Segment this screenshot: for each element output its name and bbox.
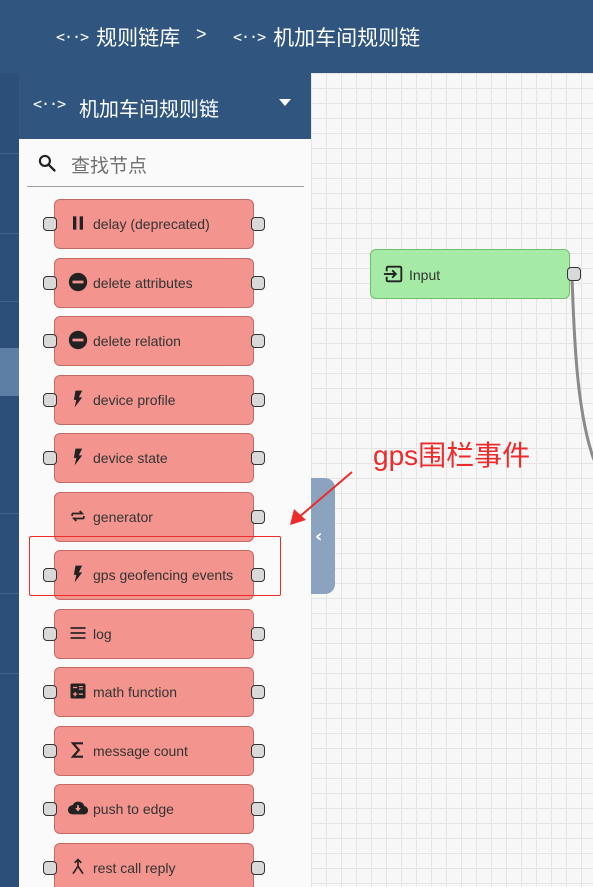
output-port[interactable]: [251, 568, 265, 582]
repeat-icon: [67, 505, 89, 527]
highlight-box: [29, 536, 281, 596]
input-port[interactable]: [43, 626, 57, 641]
output-port[interactable]: [251, 509, 265, 524]
node-label: message count: [93, 742, 188, 759]
node-label: push to edge: [93, 801, 174, 817]
code-icon: <··>: [33, 95, 66, 113]
rule-chain-canvas[interactable]: [311, 73, 593, 887]
output-port[interactable]: [251, 275, 265, 290]
node-label: delay (deprecated): [93, 216, 210, 232]
code-icon: <··>: [56, 28, 89, 46]
input-port[interactable]: [43, 743, 57, 758]
input-port[interactable]: [43, 685, 57, 699]
output-port[interactable]: [251, 217, 265, 231]
divider: [0, 673, 19, 674]
output-port[interactable]: [251, 860, 265, 875]
collapse-sidebar-button[interactable]: ‹: [311, 478, 335, 594]
input-icon: [383, 265, 403, 283]
breadcrumb-current-chain[interactable]: <··> 机加车间规则链: [233, 22, 420, 52]
top-bar: <··> 规则链库 > <··> 机加车间规则链: [0, 0, 593, 73]
connection-line: [570, 277, 593, 461]
node-label: generator: [93, 508, 153, 525]
node-device-state[interactable]: device state: [43, 433, 265, 483]
search-box: [27, 147, 304, 187]
chevron-left-icon: ‹: [315, 526, 323, 547]
breadcrumb-rule-chains[interactable]: <··> 规则链库: [56, 22, 180, 52]
output-port[interactable]: [251, 685, 265, 699]
output-port[interactable]: [251, 392, 265, 407]
nav-item-active[interactable]: [0, 348, 19, 396]
node-label: device state: [93, 450, 168, 466]
merge-icon: [67, 856, 89, 878]
node-log[interactable]: log: [43, 608, 265, 659]
node-push-to-edge[interactable]: push to edge: [43, 784, 265, 834]
bolt-icon: [67, 563, 89, 585]
search-input[interactable]: [71, 153, 291, 181]
node-label: delete attributes: [93, 274, 193, 291]
output-port[interactable]: [567, 267, 581, 281]
output-port[interactable]: [251, 451, 265, 465]
node-label: math function: [93, 684, 178, 700]
input-port[interactable]: [43, 451, 57, 465]
divider: [0, 301, 19, 302]
node-gps-geofencing-events[interactable]: gps geofencing events: [43, 550, 265, 600]
output-port[interactable]: [251, 802, 265, 816]
minus-circle-icon: [67, 271, 89, 293]
divider: [0, 593, 19, 594]
search-icon: [38, 154, 56, 172]
input-port[interactable]: [43, 217, 57, 231]
sigma-icon: [67, 739, 89, 761]
cloud-download-icon: [67, 797, 89, 819]
annotation-text: gps围栏事件: [373, 440, 531, 471]
node-label: gps geofencing events: [93, 567, 234, 583]
divider: [0, 153, 19, 154]
rule-chain-selector[interactable]: <··> 机加车间规则链: [19, 73, 311, 139]
output-port[interactable]: [251, 626, 265, 641]
input-node[interactable]: Input: [370, 249, 581, 299]
input-port[interactable]: [43, 334, 57, 348]
node-list: delay (deprecated) delete attributes delet…: [19, 195, 311, 887]
node-label: device profile: [93, 391, 176, 408]
node-label: rest call reply: [93, 859, 176, 876]
node-delay-deprecated[interactable]: delay (deprecated): [43, 199, 265, 249]
node-math-function[interactable]: math function: [43, 667, 265, 717]
input-port[interactable]: [43, 275, 57, 290]
bolt-icon: [67, 446, 89, 468]
breadcrumb-label: 机加车间规则链: [273, 27, 421, 50]
node-generator[interactable]: generator: [54, 491, 265, 542]
node-label: delete relation: [93, 333, 181, 349]
annotation-arrow: [290, 471, 353, 525]
divider: [0, 233, 19, 234]
breadcrumb-separator: >: [196, 24, 207, 44]
input-port[interactable]: [43, 392, 57, 407]
dropdown-arrow-icon[interactable]: [279, 99, 291, 106]
menu-icon: [67, 622, 89, 644]
left-nav-strip: [0, 73, 19, 887]
divider: [0, 513, 19, 514]
pause-icon: [67, 212, 89, 234]
input-port[interactable]: [43, 860, 57, 875]
calculator-icon: [67, 680, 89, 702]
node-delete-relation[interactable]: delete relation: [43, 316, 265, 366]
rule-chain-title: 机加车间规则链: [79, 99, 219, 121]
output-port[interactable]: [251, 334, 265, 348]
input-port[interactable]: [43, 802, 57, 816]
node-device-profile[interactable]: device profile: [43, 374, 265, 425]
output-port[interactable]: [251, 743, 265, 758]
minus-circle-icon: [67, 329, 89, 351]
breadcrumb-label: 规则链库: [96, 27, 181, 50]
bolt-icon: [67, 388, 89, 410]
node-rest-call-reply[interactable]: rest call reply: [43, 842, 265, 887]
node-delete-attributes[interactable]: delete attributes: [43, 257, 265, 308]
node-label: log: [93, 625, 112, 642]
node-message-count[interactable]: message count: [43, 725, 265, 776]
node-library-panel: delay (deprecated) delete attributes delet…: [19, 139, 311, 887]
code-icon: <··>: [233, 28, 266, 46]
input-port[interactable]: [43, 568, 57, 582]
node-label: Input: [409, 267, 441, 283]
